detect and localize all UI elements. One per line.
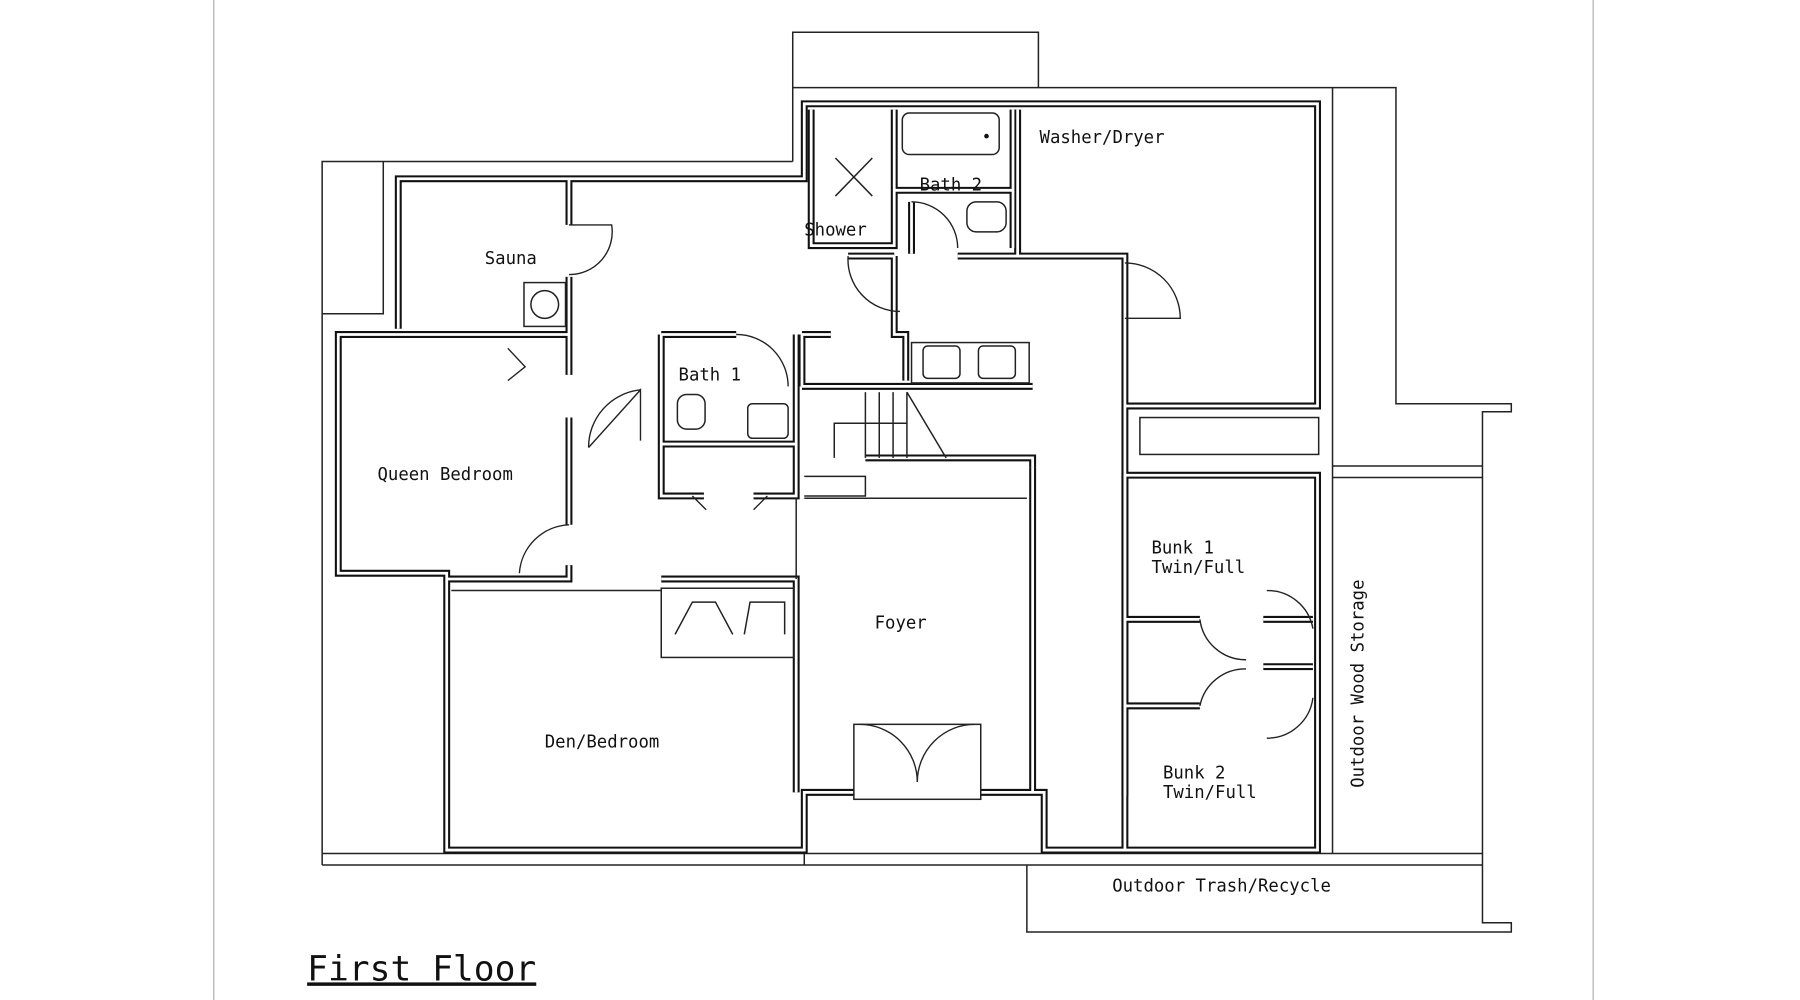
- doors: [507, 201, 1314, 783]
- sauna-heater-icon: [523, 281, 567, 328]
- wall-segment-inner: [661, 577, 798, 793]
- label-bunk-2-type: Twin/Full: [1163, 783, 1257, 803]
- label-outdoor-wood-storage: Outdoor Wood Storage: [1349, 579, 1369, 787]
- wall-segment: [446, 178, 573, 583]
- wall-segment-inner: [801, 385, 1035, 468]
- wall-segment: [1124, 615, 1313, 710]
- label-bath-1: Bath 1: [679, 366, 741, 386]
- label-bunk-1-type: Twin/Full: [1151, 558, 1245, 578]
- label-foyer: Foyer: [875, 614, 927, 634]
- label-bath-2: Bath 2: [920, 175, 982, 195]
- wall-segment-inner: [396, 102, 1319, 408]
- stairs: [804, 391, 1027, 500]
- room-labels: Sauna Shower Bath 2 Washer/Dryer Bath 1 …: [307, 128, 1369, 989]
- sink-icon: [747, 402, 789, 440]
- sink-icon: [922, 345, 961, 380]
- wall-segment-inner: [659, 333, 798, 498]
- label-den-bedroom: Den/Bedroom: [545, 732, 660, 752]
- toilet-icon: [676, 393, 706, 430]
- page-borders: [213, 0, 1594, 1000]
- wall-segment: [657, 331, 800, 500]
- wall-segment-inner: [446, 178, 571, 581]
- fixtures: [451, 112, 1030, 801]
- entry-steps: [853, 723, 982, 801]
- wall-segment: [661, 575, 800, 793]
- wall-segment-inner: [809, 109, 1015, 254]
- wall-segment-inner: [800, 256, 908, 387]
- label-bunk-1: Bunk 1: [1151, 539, 1213, 559]
- label-queen-bedroom: Queen Bedroom: [378, 465, 513, 485]
- wall-segment: [334, 331, 854, 854]
- wall-segment: [798, 256, 910, 387]
- floor-title: First Floor: [307, 949, 536, 989]
- wall-segment-inner: [1124, 617, 1313, 708]
- toilet-icon: [966, 201, 1007, 233]
- label-sauna: Sauna: [485, 249, 537, 269]
- bathtub-icon: [901, 112, 1000, 156]
- fireplace: [660, 587, 795, 659]
- wall-segment-inner: [336, 333, 854, 852]
- label-shower: Shower: [804, 220, 866, 240]
- label-bunk-2: Bunk 2: [1163, 764, 1225, 784]
- sink-icon: [977, 345, 1017, 380]
- wall-segment-inner: [1016, 109, 1127, 796]
- label-washer-dryer: Washer/Dryer: [1040, 128, 1165, 148]
- label-outdoor-trash: Outdoor Trash/Recycle: [1112, 877, 1331, 897]
- wall-segment: [801, 382, 1037, 468]
